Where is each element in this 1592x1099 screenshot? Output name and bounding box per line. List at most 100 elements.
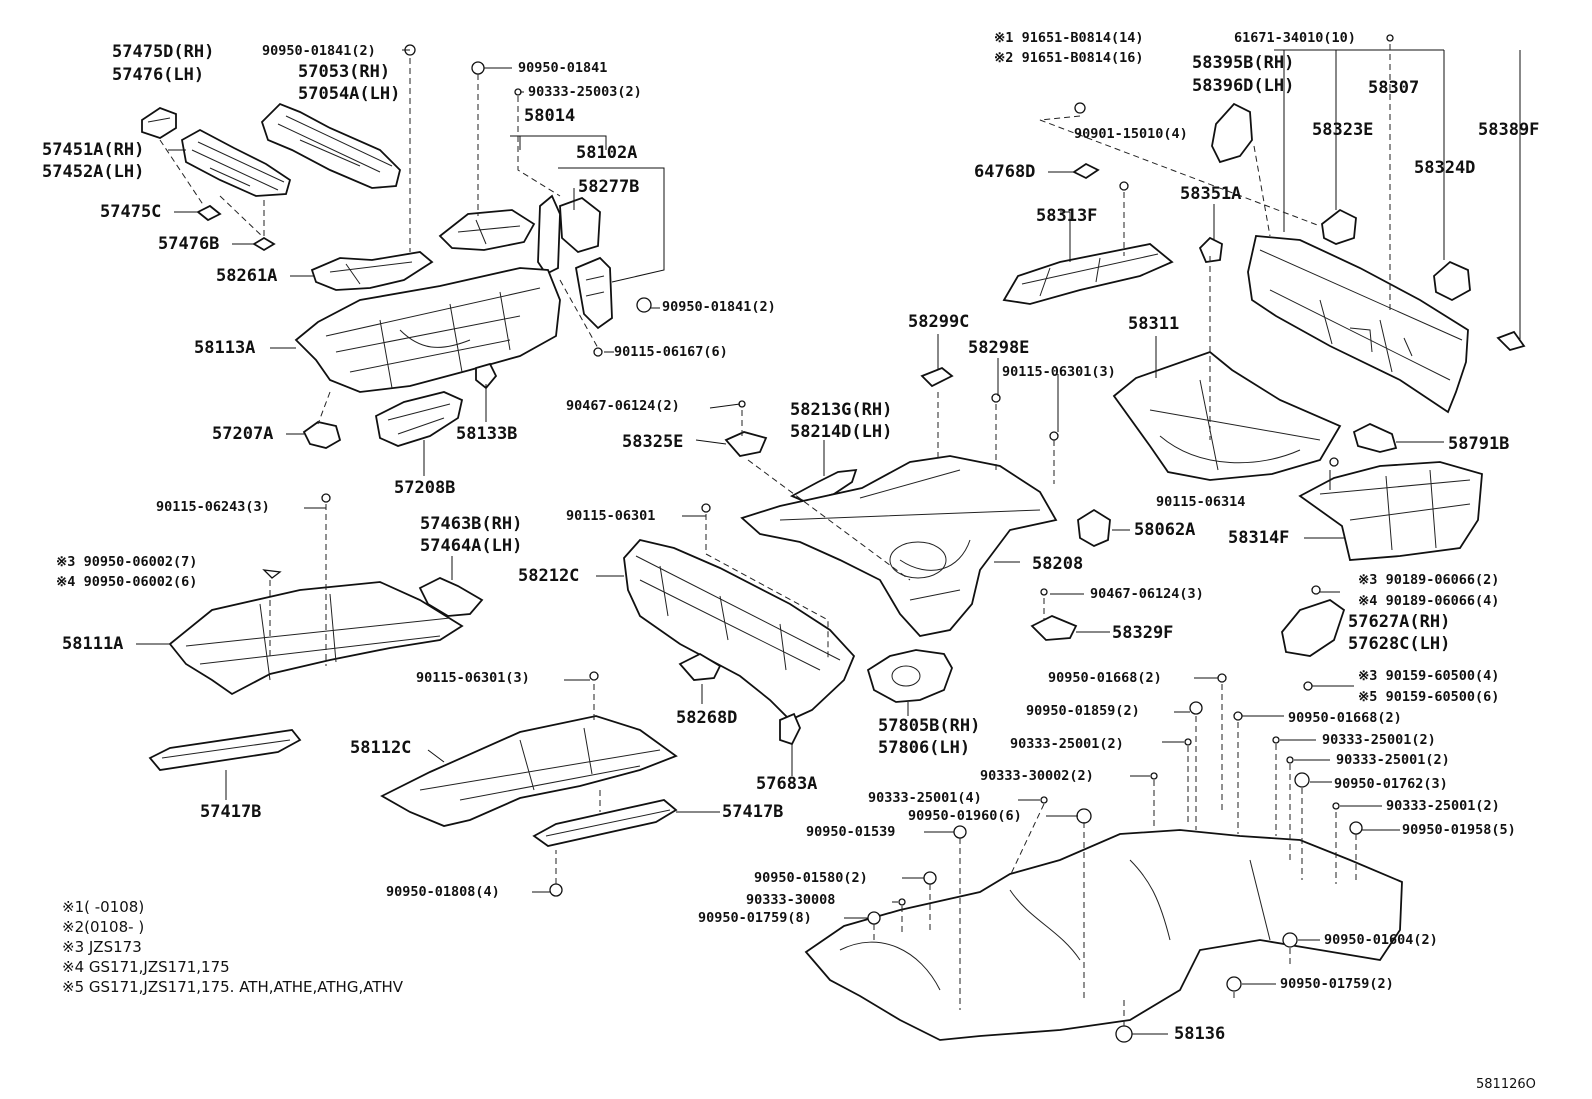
label-58062A: 58062A [1134, 520, 1196, 540]
part-58324D [1433, 260, 1471, 302]
label-57054A: 57054A(LH) [298, 84, 401, 104]
label-n4-90950-06002: ※4 90950-06002(6) [56, 574, 198, 590]
label-90950-01958: 90950-01958(5) [1402, 822, 1516, 838]
label-57683A: 57683A [756, 774, 818, 794]
label-61671: 61671-34010(10) [1234, 30, 1356, 46]
label-58212C: 58212C [518, 566, 580, 586]
label-58311: 58311 [1128, 314, 1180, 334]
label-90115-06301-3b: 90115-06301(3) [416, 670, 530, 686]
footnote-1: ※1( -0108) [62, 898, 145, 916]
label-58314F: 58314F [1228, 528, 1290, 548]
label-note1-top: ※1 91651-B0814(14) [994, 30, 1144, 46]
footnote-4: ※4 GS171,JZS171,175 [62, 958, 230, 976]
part-57207A [302, 421, 342, 449]
label-58213G: 58213G(RH) [790, 400, 893, 420]
label-58299C: 58299C [908, 312, 970, 332]
label-n3-90950-06002: ※3 90950-06002(7) [56, 554, 198, 570]
label-58791B: 58791B [1448, 434, 1510, 454]
part-58102A [537, 194, 613, 330]
label-90950-01841-2a: 90950-01841(2) [262, 43, 376, 59]
label-n3-90159: ※3 90159-60500(4) [1358, 668, 1500, 684]
part-58208 [740, 455, 1058, 637]
label-57451A: 57451A(RH) [42, 140, 145, 160]
label-57476B: 57476B [158, 234, 220, 254]
label-90115-06301-3a: 90115-06301(3) [1002, 364, 1116, 380]
label-58111A: 58111A [62, 634, 124, 654]
label-90950-01668-2a: 90950-01668(2) [1048, 670, 1162, 686]
label-90115-06167: 90115-06167(6) [614, 344, 728, 360]
part-57476B [252, 236, 276, 252]
label-90950-01580: 90950-01580(2) [754, 870, 868, 886]
label-57463B: 57463B(RH) [420, 514, 523, 534]
part-58329F [1030, 615, 1078, 641]
part-57683A [779, 712, 801, 746]
label-90950-01762: 90950-01762(3) [1334, 776, 1448, 792]
part-58314F [1298, 461, 1483, 561]
part-58299C [920, 366, 954, 388]
part-57475D [141, 106, 177, 139]
label-58102A: 58102A [576, 143, 638, 163]
part-57417B-left [148, 729, 302, 771]
label-58208: 58208 [1032, 554, 1084, 574]
part-58351A [1198, 236, 1223, 263]
part-58395B [1211, 102, 1253, 164]
part-57208B [374, 391, 464, 447]
label-57417B-a: 57417B [200, 802, 262, 822]
part-58261A [310, 251, 434, 291]
label-58112C: 58112C [350, 738, 412, 758]
label-90115-06314: 90115-06314 [1156, 494, 1246, 510]
part-57475C [196, 204, 222, 222]
label-90901: 90901-15010(4) [1074, 126, 1188, 142]
label-57805B: 57805B(RH) [878, 716, 981, 736]
label-90333-25001-2a: 90333-25001(2) [1010, 736, 1124, 752]
part-58133B [475, 362, 498, 390]
label-90950-01841: 90950-01841 [518, 60, 608, 76]
part-58389F [1496, 330, 1526, 352]
label-57475D: 57475D(RH) [112, 42, 215, 62]
label-57053: 57053(RH) [298, 62, 391, 82]
part-58307 [1247, 235, 1469, 414]
label-57475C: 57475C [100, 202, 162, 222]
label-90950-01808: 90950-01808(4) [386, 884, 500, 900]
label-n3-90189: ※3 90189-06066(2) [1358, 572, 1500, 588]
label-57208B: 57208B [394, 478, 456, 498]
part-57451A [180, 128, 292, 197]
label-90950-01759-2: 90950-01759(2) [1280, 976, 1394, 992]
label-90115-06301: 90115-06301 [566, 508, 656, 524]
label-58351A: 58351A [1180, 184, 1242, 204]
label-90333-25001-2c: 90333-25001(2) [1336, 752, 1450, 768]
label-58214D: 58214D(LH) [790, 422, 893, 442]
label-64768D: 64768D [974, 162, 1036, 182]
part-58113A [294, 267, 561, 393]
label-90333-25003: 90333-25003(2) [528, 84, 642, 100]
label-57476: 57476(LH) [112, 65, 205, 85]
dashed-install-lines [159, 44, 1391, 1026]
part-58062A [1077, 508, 1111, 548]
fastener-markers [262, 34, 1394, 1043]
part-57417B-right [532, 799, 678, 847]
label-58298E: 58298E [968, 338, 1030, 358]
label-57806: 57806(LH) [878, 738, 971, 758]
label-57452A: 57452A(LH) [42, 162, 145, 182]
label-58395B: 58395B(RH) [1192, 53, 1295, 73]
footnote-3: ※3 JZS173 [62, 938, 142, 956]
label-58113A: 58113A [194, 338, 256, 358]
label-58325E: 58325E [622, 432, 684, 452]
label-58389F: 58389F [1478, 120, 1540, 140]
label-57627A: 57627A(RH) [1348, 612, 1451, 632]
label-58261A: 58261A [216, 266, 278, 286]
label-58014: 58014 [524, 106, 576, 126]
label-90333-30008: 90333-30008 [746, 892, 836, 908]
part-58325E [724, 431, 768, 457]
label-58268D: 58268D [676, 708, 738, 728]
label-58396D: 58396D(LH) [1192, 76, 1295, 96]
label-90950-01759-8: 90950-01759(8) [698, 910, 812, 926]
label-n4-90189: ※4 90189-06066(4) [1358, 593, 1500, 609]
label-90333-25001-2b: 90333-25001(2) [1322, 732, 1436, 748]
label-57628C: 57628C(LH) [1348, 634, 1451, 654]
label-90950-01841-2b: 90950-01841(2) [662, 299, 776, 315]
label-57464A: 57464A(LH) [420, 536, 523, 556]
label-n5-90159: ※5 90159-60500(6) [1358, 689, 1500, 705]
part-58791B [1352, 423, 1398, 453]
part-floor-silencer [804, 829, 1403, 1041]
